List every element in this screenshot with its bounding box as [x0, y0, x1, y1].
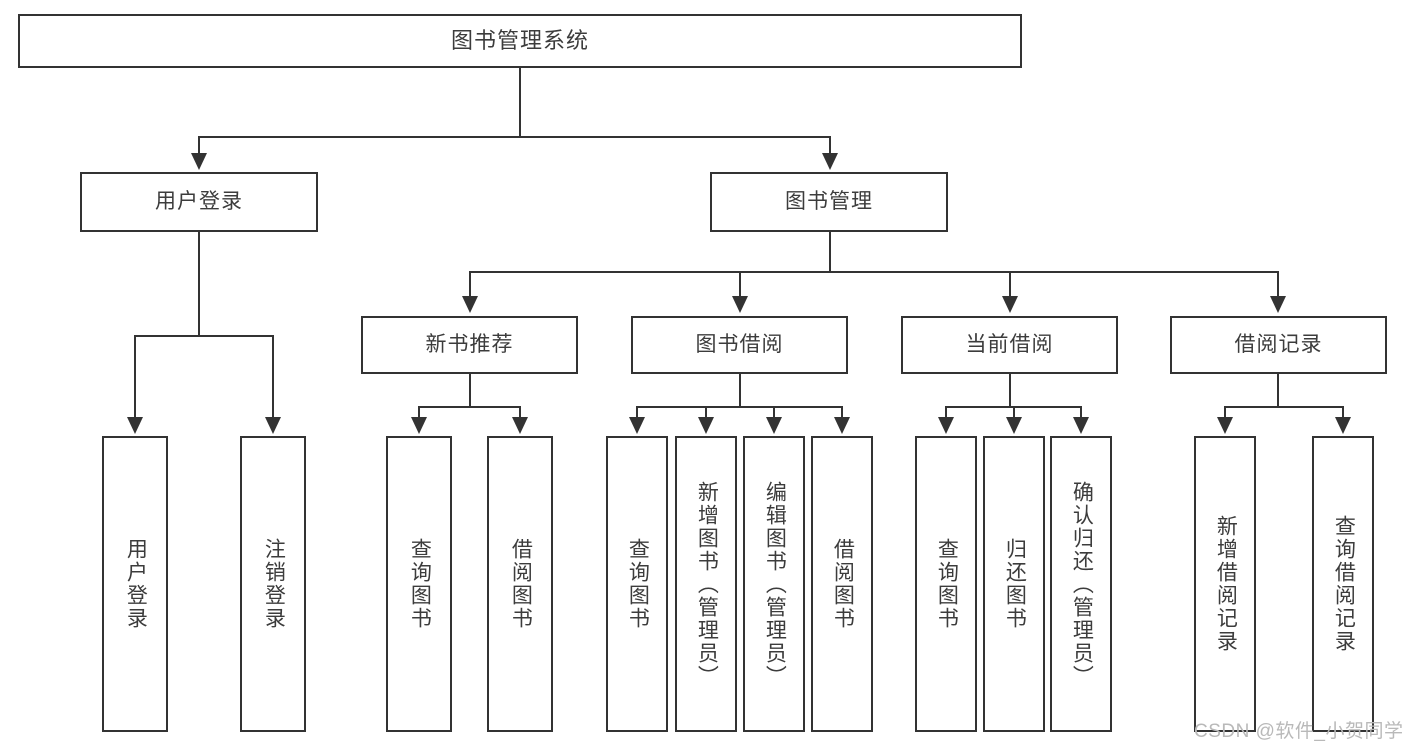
connector-user-login-to-leaf-1 [272, 335, 274, 419]
leaf-current-borrow-1[interactable]: 归还图书 [983, 436, 1045, 732]
node-label: 借阅图书 [509, 538, 533, 630]
arrow-root-to-user-login [191, 153, 207, 170]
connector-user-login-stem [198, 232, 200, 336]
connector-br-to-leaf-0 [1224, 406, 1226, 419]
arrow-br-to-leaf-0 [1217, 417, 1233, 434]
arrow-user-login-to-leaf-0 [127, 417, 143, 434]
connector-br-to-leaf-1 [1342, 406, 1344, 419]
node-label: 借阅记录 [1234, 333, 1323, 357]
leaf-borrow-record-1[interactable]: 查询借阅记录 [1312, 436, 1374, 732]
arrow-bm-to-borrow-record [1270, 296, 1286, 313]
node-new-book-recommend[interactable]: 新书推荐 [361, 316, 578, 374]
connector-nb-to-leaf-1 [519, 406, 521, 419]
node-current-borrow[interactable]: 当前借阅 [901, 316, 1118, 374]
node-user-login[interactable]: 用户登录 [80, 172, 318, 232]
leaf-book-borrow-2[interactable]: 编辑图书（管理员） [743, 436, 805, 732]
connector-new-book-bus [418, 406, 521, 408]
arrow-bb-to-leaf-2 [766, 417, 782, 434]
connector-current-borrow-stem [1009, 374, 1011, 407]
arrow-root-to-book-management [822, 153, 838, 170]
connector-book-management-bus [469, 271, 1279, 273]
connector-bb-to-leaf-3 [841, 406, 843, 419]
connector-nb-to-leaf-0 [418, 406, 420, 419]
connector-bm-to-book-borrow [739, 271, 741, 297]
arrow-bb-to-leaf-0 [629, 417, 645, 434]
arrow-user-login-to-leaf-1 [265, 417, 281, 434]
leaf-book-borrow-3[interactable]: 借阅图书 [811, 436, 873, 732]
connector-cb-to-leaf-2 [1080, 406, 1082, 419]
connector-bm-to-current-borrow [1009, 271, 1011, 297]
node-root-book-management-system[interactable]: 图书管理系统 [18, 14, 1022, 68]
connector-root-to-book-management [829, 136, 831, 155]
arrow-br-to-leaf-1 [1335, 417, 1351, 434]
node-label: 图书管理系统 [450, 27, 589, 53]
node-label: 新书推荐 [425, 333, 514, 357]
connector-book-borrow-bus [636, 406, 842, 408]
node-label: 注销登录 [262, 538, 286, 630]
node-label: 查询图书 [626, 538, 650, 630]
leaf-new-book-recommend-0[interactable]: 查询图书 [386, 436, 452, 732]
connector-user-login-bus [134, 335, 274, 337]
arrow-cb-to-leaf-2 [1073, 417, 1089, 434]
node-label: 借阅图书 [831, 538, 855, 630]
connector-root-bus [198, 136, 831, 138]
connector-book-management-stem [829, 232, 831, 272]
arrow-bm-to-new-book [462, 296, 478, 313]
leaf-book-borrow-1[interactable]: 新增图书（管理员） [675, 436, 737, 732]
node-label: 新增图书（管理员） [695, 480, 719, 688]
connector-new-book-stem [469, 374, 471, 407]
node-label: 当前借阅 [965, 333, 1054, 357]
node-book-borrow[interactable]: 图书借阅 [631, 316, 848, 374]
leaf-book-borrow-0[interactable]: 查询图书 [606, 436, 668, 732]
node-label: 查询图书 [408, 538, 432, 630]
connector-bb-to-leaf-0 [636, 406, 638, 419]
leaf-current-borrow-0[interactable]: 查询图书 [915, 436, 977, 732]
node-label: 图书管理 [785, 190, 873, 214]
connector-bb-to-leaf-1 [705, 406, 707, 419]
arrow-bm-to-current-borrow [1002, 296, 1018, 313]
leaf-current-borrow-2[interactable]: 确认归还（管理员） [1050, 436, 1112, 732]
arrow-nb-to-leaf-1 [512, 417, 528, 434]
node-label: 查询图书 [935, 538, 959, 630]
connector-cb-to-leaf-0 [945, 406, 947, 419]
connector-root-to-user-login [198, 136, 200, 155]
node-label: 确认归还（管理员） [1070, 480, 1094, 688]
node-label: 用户登录 [124, 538, 148, 630]
leaf-user-login-1[interactable]: 注销登录 [240, 436, 306, 732]
connector-user-login-to-leaf-0 [134, 335, 136, 419]
node-book-management[interactable]: 图书管理 [710, 172, 948, 232]
node-label: 用户登录 [155, 190, 243, 214]
leaf-borrow-record-0[interactable]: 新增借阅记录 [1194, 436, 1256, 732]
node-label: 编辑图书（管理员） [763, 480, 787, 688]
node-label: 归还图书 [1003, 538, 1027, 630]
connector-borrow-record-stem [1277, 374, 1279, 407]
csdn-watermark: CSDN @软件_小贺同学 [1194, 721, 1404, 742]
connector-borrow-record-bus [1224, 406, 1343, 408]
connector-bm-to-new-book [469, 271, 471, 297]
arrow-bb-to-leaf-3 [834, 417, 850, 434]
node-label: 查询借阅记录 [1332, 515, 1356, 653]
leaf-new-book-recommend-1[interactable]: 借阅图书 [487, 436, 553, 732]
node-label: 图书借阅 [695, 333, 784, 357]
node-borrow-record[interactable]: 借阅记录 [1170, 316, 1387, 374]
connector-book-borrow-stem [739, 374, 741, 407]
arrow-cb-to-leaf-1 [1006, 417, 1022, 434]
connector-bb-to-leaf-2 [773, 406, 775, 419]
connector-cb-to-leaf-1 [1013, 406, 1015, 419]
node-label: 新增借阅记录 [1214, 515, 1238, 653]
arrow-bm-to-book-borrow [732, 296, 748, 313]
connector-bm-to-borrow-record [1277, 271, 1279, 297]
connector-root-stem [519, 68, 521, 137]
arrow-bb-to-leaf-1 [698, 417, 714, 434]
arrow-cb-to-leaf-0 [938, 417, 954, 434]
leaf-user-login-0[interactable]: 用户登录 [102, 436, 168, 732]
arrow-nb-to-leaf-0 [411, 417, 427, 434]
